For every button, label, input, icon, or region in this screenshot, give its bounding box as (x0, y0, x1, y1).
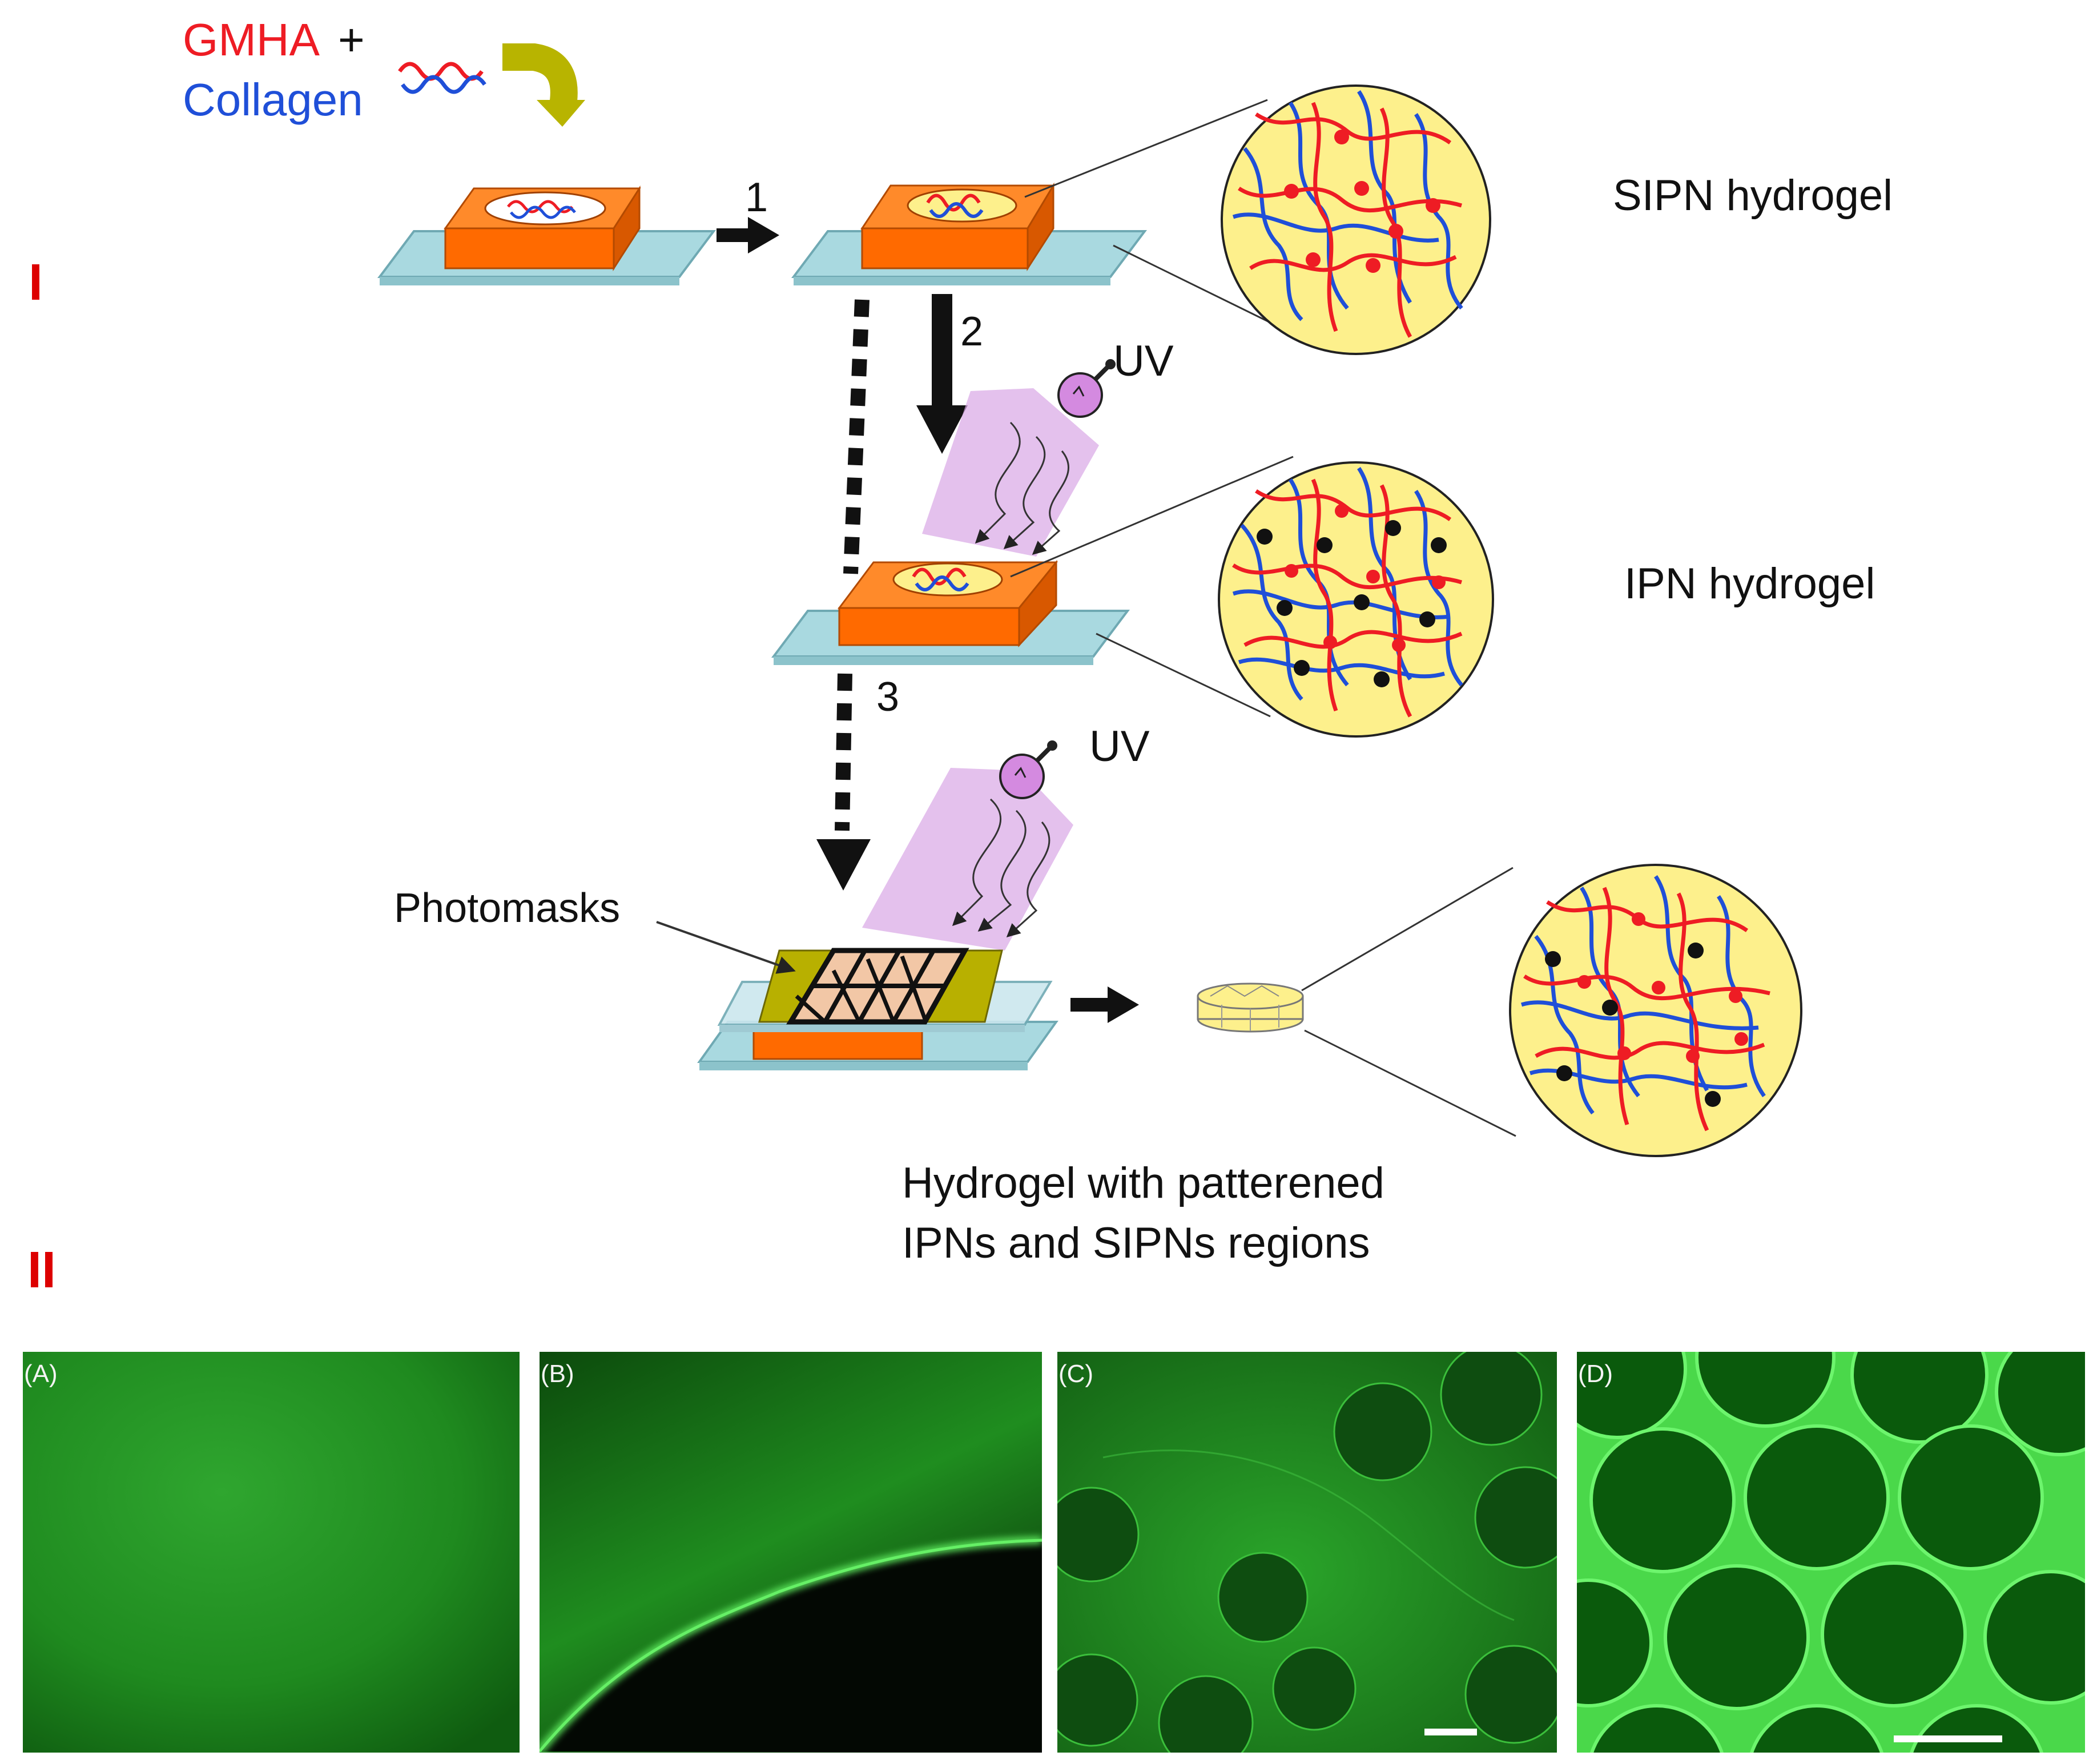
scale-bar-c (1424, 1729, 1477, 1735)
section-label-i: I (29, 254, 43, 311)
patterned-hydrogel-label-line2: IPNs and SIPNs regions (902, 1219, 1370, 1267)
arrow-to-patterned-hydrogel (1070, 986, 1139, 1023)
step-3-label: 3 (876, 674, 900, 720)
mold-4-photomask-assembly (697, 948, 1058, 1070)
plus-label: + (338, 14, 365, 65)
scale-bar-d (1894, 1735, 2002, 1742)
uv-beam-1 (922, 388, 1099, 557)
arrow-step-1 (717, 217, 779, 253)
ipn-hydrogel-label: IPN hydrogel (1624, 559, 1875, 608)
micrograph-panel-d: (D) (1577, 1352, 2085, 1753)
panel-b-label: (B) (541, 1360, 574, 1388)
panel-c-label: (C) (1058, 1360, 1094, 1388)
uv-beam-2 (862, 768, 1073, 951)
micrograph-panel-b: (B) (540, 1352, 1042, 1753)
mold-3 (771, 559, 1130, 665)
panel-a-label: (A) (24, 1360, 58, 1388)
schematic (377, 43, 1802, 1157)
micrograph-a-image (23, 1352, 520, 1753)
arrow-step-2 (916, 294, 968, 454)
panel-d-label: (D) (1578, 1360, 1613, 1388)
sipn-hydrogel-label: SIPN hydrogel (1613, 171, 1893, 220)
micrograph-b-image (540, 1352, 1042, 1753)
network-circle-ipn (1218, 461, 1494, 738)
step-1-label: 1 (745, 175, 768, 220)
micrograph-d-image (1577, 1352, 2085, 1753)
micrograph-panel-c: (C) (1057, 1352, 1557, 1753)
mold-1 (377, 185, 716, 285)
step-2-label: 2 (960, 309, 984, 355)
gmha-label: GMHA (183, 14, 320, 65)
zoom-lines (1010, 99, 1516, 1137)
section-label-ii: II (27, 1242, 57, 1299)
uv-lamp-icon-2 (999, 740, 1057, 799)
uv-lamp-icon-1 (1057, 359, 1116, 418)
dotted-arrow-step-3 (816, 299, 871, 891)
polymer-mixture-icon (398, 62, 486, 94)
network-circle-sipn (1221, 84, 1491, 355)
mold-2 (791, 182, 1147, 285)
micrograph-c-image (1057, 1352, 1557, 1753)
collagen-label: Collagen (183, 74, 363, 125)
micrograph-panel-a: (A) (23, 1352, 520, 1753)
photomask-pointer (656, 921, 796, 974)
uv-label-bottom: UV (1089, 722, 1150, 771)
photomasks-label: Photomasks (394, 885, 621, 931)
uv-label-top: UV (1113, 337, 1174, 385)
curved-arrow-icon (502, 43, 585, 127)
network-circle-patterned (1509, 864, 1802, 1157)
patterned-hydrogel-disc (1197, 982, 1304, 1033)
patterned-hydrogel-label-line1: Hydrogel with patterened (902, 1159, 1384, 1207)
